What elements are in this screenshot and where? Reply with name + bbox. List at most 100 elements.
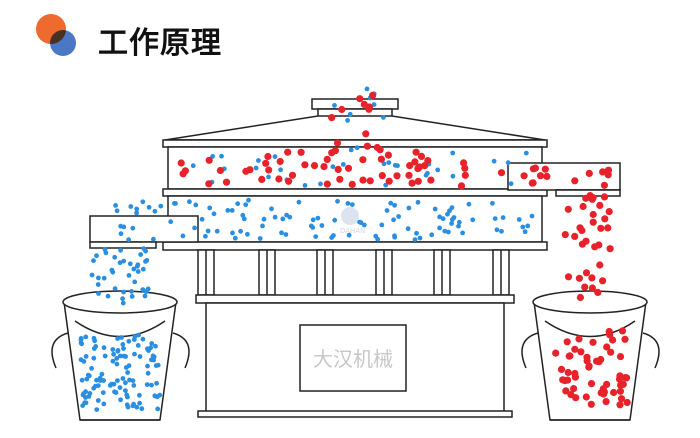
fine-particle bbox=[225, 208, 231, 213]
coarse-particle bbox=[310, 162, 319, 170]
fine-particle bbox=[117, 260, 123, 266]
fine-particle bbox=[232, 235, 238, 241]
fine-particle bbox=[158, 203, 164, 209]
fine-particle bbox=[345, 118, 350, 123]
fine-particle bbox=[120, 296, 125, 302]
coarse-particle bbox=[414, 177, 422, 185]
fine-particle bbox=[109, 381, 114, 387]
fine-particle bbox=[446, 229, 451, 235]
coarse-particle bbox=[587, 194, 595, 202]
coarse-particle bbox=[557, 365, 566, 373]
fine-particle bbox=[86, 373, 92, 379]
coarse-particle bbox=[591, 243, 599, 251]
coarse-particle bbox=[582, 393, 590, 401]
fine-particle bbox=[121, 224, 127, 230]
fine-particle bbox=[78, 336, 84, 341]
logo-circles-icon bbox=[36, 14, 82, 60]
fine-particle bbox=[346, 232, 352, 238]
coarse-particle bbox=[564, 273, 573, 281]
coarse-particle bbox=[541, 165, 549, 173]
coarse-particle bbox=[288, 171, 297, 179]
fine-particle bbox=[100, 390, 106, 395]
coarse-particle bbox=[589, 210, 597, 219]
fine-particle bbox=[287, 214, 293, 220]
coarse-particle bbox=[616, 353, 625, 361]
coarse-particle bbox=[607, 348, 615, 356]
fine-particle bbox=[132, 334, 138, 339]
fine-particle bbox=[332, 217, 338, 223]
fine-particle bbox=[140, 287, 146, 292]
fine-particle bbox=[211, 211, 217, 217]
fine-particle bbox=[145, 370, 151, 376]
coarse-particle bbox=[205, 156, 213, 164]
coarse-particle bbox=[583, 353, 591, 361]
fine-particle bbox=[388, 200, 394, 206]
fine-particle bbox=[140, 266, 146, 272]
fine-particle bbox=[381, 161, 387, 167]
coarse-particle bbox=[571, 232, 579, 240]
fine-particle bbox=[466, 201, 472, 207]
fine-particle bbox=[449, 221, 454, 226]
coarse-particle bbox=[301, 161, 309, 169]
fine-particle bbox=[266, 174, 271, 180]
fine-particle bbox=[129, 294, 135, 299]
coarse-particle bbox=[328, 114, 336, 122]
fine-particle bbox=[101, 275, 107, 281]
fine-particle bbox=[384, 208, 390, 213]
fine-particle bbox=[192, 225, 198, 231]
fine-particle bbox=[79, 377, 85, 383]
fine-particle bbox=[112, 254, 118, 260]
fine-particle bbox=[391, 217, 396, 223]
fine-particle bbox=[520, 224, 526, 230]
fine-particle bbox=[313, 234, 319, 240]
coarse-particle bbox=[576, 224, 584, 232]
coarse-particle bbox=[344, 164, 353, 172]
fine-particle bbox=[123, 380, 128, 386]
coarse-particle bbox=[597, 224, 605, 232]
brand-plate bbox=[299, 324, 407, 392]
coarse-particle bbox=[362, 130, 370, 138]
coarse-particle bbox=[595, 358, 603, 366]
fine-particle bbox=[95, 282, 101, 287]
fine-particle bbox=[492, 216, 498, 222]
fine-particle bbox=[121, 289, 126, 295]
coarse-particle bbox=[623, 398, 631, 407]
fine-particle bbox=[449, 205, 455, 211]
fine-particle bbox=[279, 230, 284, 236]
coarse-particle bbox=[275, 175, 283, 183]
fine-particle bbox=[522, 229, 528, 235]
coarse-particle bbox=[529, 179, 537, 187]
fine-particle bbox=[102, 353, 108, 359]
coarse-particle bbox=[177, 159, 185, 167]
coarse-particle bbox=[531, 164, 540, 172]
fine-particle bbox=[354, 145, 360, 151]
fine-particle bbox=[283, 232, 289, 237]
fine-outlet bbox=[89, 215, 199, 243]
coarse-particle bbox=[561, 377, 569, 385]
fine-particle bbox=[115, 378, 120, 383]
coarse-particle bbox=[334, 165, 342, 173]
fine-particle bbox=[414, 230, 419, 236]
fine-particle bbox=[280, 216, 286, 222]
fine-particle bbox=[83, 395, 88, 400]
fine-particle bbox=[126, 363, 132, 369]
fine-particle bbox=[241, 216, 247, 222]
fine-particle bbox=[154, 394, 160, 400]
fine-particle bbox=[92, 338, 98, 344]
fine-particle bbox=[347, 111, 353, 117]
fine-particle bbox=[203, 233, 208, 239]
coarse-particle bbox=[497, 169, 506, 177]
fine-particle bbox=[81, 391, 86, 396]
coarse-particle bbox=[576, 293, 585, 302]
fine-particle bbox=[140, 336, 146, 342]
fine-particle bbox=[415, 199, 421, 205]
fine-particle bbox=[118, 231, 124, 237]
fine-particle bbox=[142, 293, 148, 299]
fine-particle bbox=[516, 217, 522, 222]
coarse-particle bbox=[589, 338, 597, 346]
fine-particle bbox=[118, 397, 123, 403]
coarse-particle bbox=[618, 327, 627, 335]
fine-particle bbox=[435, 167, 441, 173]
coarse-particle bbox=[600, 193, 609, 201]
fine-particle bbox=[310, 217, 316, 223]
